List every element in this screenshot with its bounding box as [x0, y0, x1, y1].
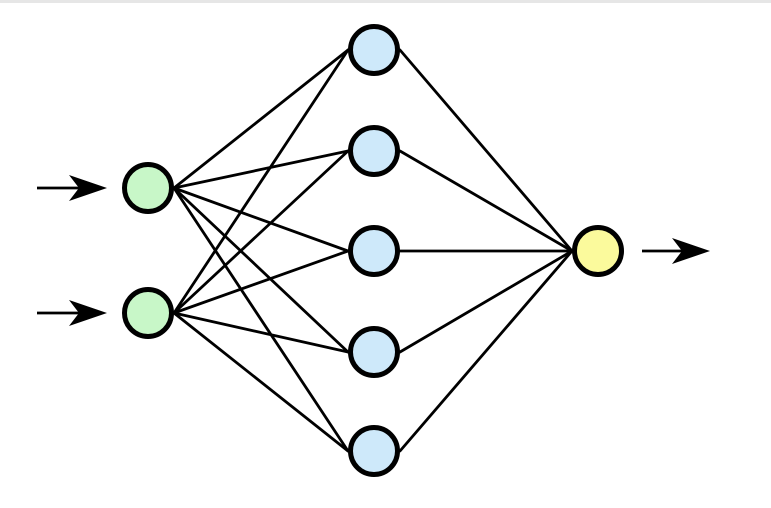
edge-hidden1-output1: [398, 48, 574, 253]
edge-input1-hidden1: [172, 48, 350, 190]
hidden-node-5: [348, 425, 400, 477]
input-node-2: [122, 287, 174, 339]
output-arrow-head: [672, 238, 710, 264]
hidden-node-2: [348, 125, 400, 177]
edge-input1-hidden2: [172, 149, 350, 190]
edge-hidden5-output1: [398, 249, 574, 453]
edge-hidden4-output1: [398, 249, 574, 354]
hidden-node-3: [348, 225, 400, 277]
hidden-node-4: [348, 326, 400, 378]
edge-input1-hidden3: [172, 186, 350, 253]
edge-input1-hidden5: [172, 186, 350, 453]
input-arrow-2-head: [69, 300, 107, 326]
output-node-1: [572, 225, 624, 277]
edge-hidden2-output1: [398, 149, 574, 253]
edge-input2-hidden5: [172, 311, 350, 453]
edge-input2-hidden1: [172, 48, 350, 315]
edge-input2-hidden4: [172, 311, 350, 354]
input-arrow-1-head: [69, 175, 107, 201]
input-node-1: [122, 162, 174, 214]
edge-input2-hidden3: [172, 249, 350, 315]
edge-input2-hidden2: [172, 149, 350, 315]
hidden-node-1: [348, 24, 400, 76]
window-top-border: [0, 0, 771, 3]
edge-input1-hidden4: [172, 186, 350, 354]
